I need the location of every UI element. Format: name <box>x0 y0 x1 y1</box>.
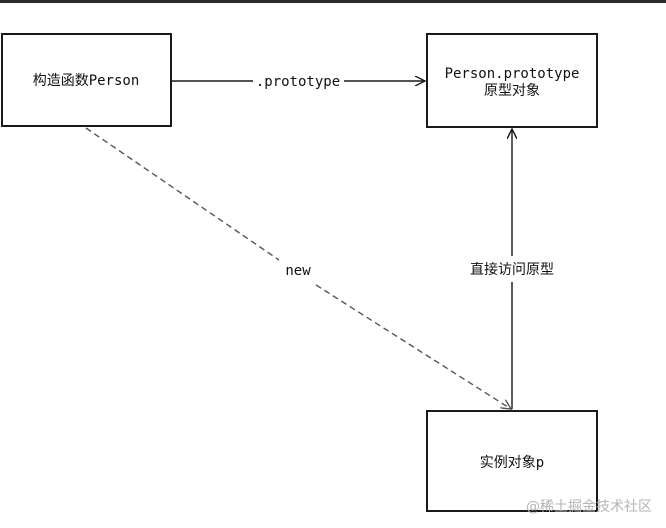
node-instance-box <box>426 410 598 512</box>
edge-access-link: 直接访问原型 <box>470 129 554 409</box>
node-constructor-box <box>1 33 172 127</box>
edge-new-line-upper <box>85 127 280 261</box>
edge-new-label: new <box>285 263 311 279</box>
node-prototype-label-line1: Person.prototype <box>445 66 580 82</box>
edge-access-label: 直接访问原型 <box>470 261 554 278</box>
top-border <box>0 0 666 3</box>
node-instance-label: 实例对象p <box>480 455 544 471</box>
node-constructor-label: 构造函数Person <box>33 73 140 89</box>
edge-new-line-lower <box>315 284 511 409</box>
node-prototype-label-line2: 原型对象 <box>484 83 540 99</box>
node-instance-p[interactable]: 实例对象p <box>426 410 598 512</box>
watermark: @稀土掘金技术社区 <box>526 499 652 515</box>
edge-new-link: new <box>85 127 511 409</box>
node-person-prototype[interactable]: Person.prototype 原型对象 <box>426 33 598 128</box>
edge-prototype-link: .prototype <box>171 74 425 90</box>
node-constructor-person[interactable]: 构造函数Person <box>1 33 172 127</box>
node-prototype-box <box>426 33 598 128</box>
edge-prototype-label: .prototype <box>256 74 340 90</box>
